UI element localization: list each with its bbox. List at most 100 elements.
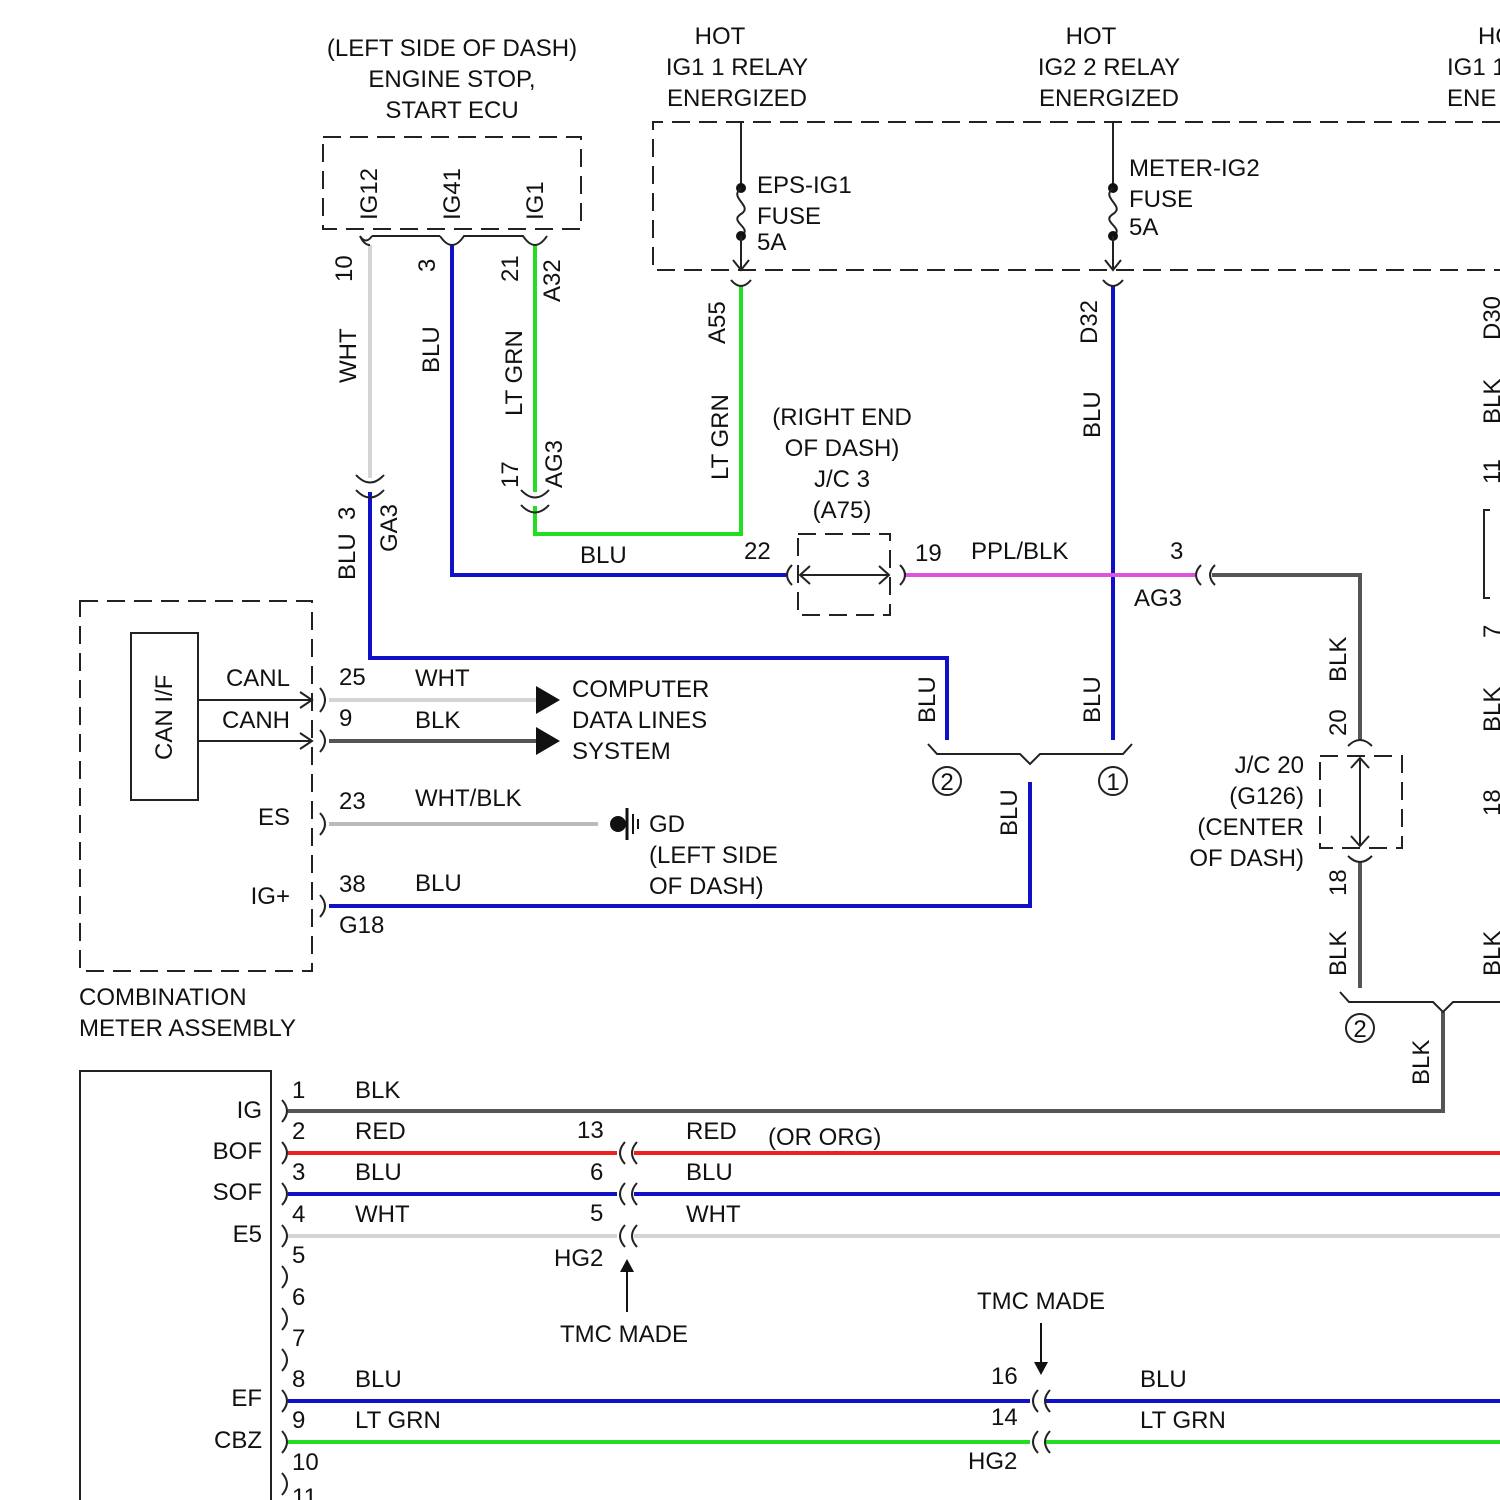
pin-16: 16 [991, 1363, 1018, 1390]
fuse2-label: 5A [1129, 214, 1158, 241]
tmc-arrow-2 [1034, 1323, 1048, 1375]
canh-arrow [536, 727, 560, 755]
ecu-title: (LEFT SIDE OF DASH) ENGINE STOP, START E… [327, 35, 577, 124]
relay-title-line: ENERGIZED [667, 85, 807, 112]
wire-label-wht: WHT [355, 1201, 410, 1228]
fuse2-symbol [1105, 183, 1121, 270]
relay2-title: HOT IG2 2 RELAY ENERGIZED [1038, 23, 1180, 112]
connector-a55: A55 [704, 301, 731, 344]
wire-label-blu: BLU [355, 1159, 402, 1186]
meter-pin-canh: CANH [222, 707, 290, 734]
pin-8: 8 [292, 1366, 305, 1393]
lower-pin-ef: EF [231, 1385, 262, 1412]
ecu-title-line: (LEFT SIDE OF DASH) [327, 35, 577, 62]
wire-label-blu: BLU [355, 1366, 402, 1393]
wire-label-blk: BLK [415, 707, 460, 734]
meter-pin-es: ES [258, 804, 290, 831]
wire-label-red: RED [686, 1118, 737, 1145]
jc3-label-line: (RIGHT END [772, 404, 912, 431]
wire-label-blu: BLU [1140, 1366, 1187, 1393]
ground-symbol [610, 808, 638, 840]
lower-pin-e5: E5 [233, 1221, 262, 1248]
pin-18: 18 [1325, 869, 1352, 896]
pin-17: 17 [497, 461, 524, 488]
right-edge-bracket [1484, 510, 1490, 598]
wire-label-ltgrn: LT GRN [501, 330, 528, 416]
jc3-arrow [800, 566, 889, 584]
pin-4: 4 [292, 1201, 305, 1228]
relay-title-line: HO [1478, 23, 1500, 50]
relay-title-line: IG1 1 RELAY [666, 54, 808, 81]
computer-lines-label: COMPUTER [572, 676, 709, 703]
meter-pin-canl: CANL [226, 665, 290, 692]
wire-label-blu: BLU [1079, 676, 1106, 723]
canl-arrow [536, 686, 560, 714]
computer-lines-label: SYSTEM [572, 738, 671, 765]
pin-3: 3 [334, 507, 361, 520]
ecu-pin-ig41: IG41 [439, 168, 466, 220]
wire-label-pplblk: PPL/BLK [971, 538, 1068, 565]
wire-label-blk: BLK [1325, 931, 1352, 976]
pin-11: 11 [292, 1484, 317, 1500]
connector-hg2: HG2 [554, 1245, 603, 1272]
right-edge-label: BLK [1479, 379, 1500, 424]
jc20-label-line: (G126) [1229, 783, 1304, 810]
pin-25: 25 [339, 664, 366, 691]
pin-7: 7 [292, 1325, 305, 1352]
ecu-pin-ig1: IG1 [522, 181, 549, 220]
relay3-title: HO IG1 1 ENE [1447, 23, 1500, 112]
wire-label-blu: BLU [418, 326, 445, 373]
jc20-label-line: OF DASH) [1189, 845, 1304, 872]
pin-6: 6 [590, 1159, 603, 1186]
wire-label-blu: BLU [996, 789, 1023, 836]
fuse1-label: 5A [757, 229, 786, 256]
pin-3: 3 [1170, 538, 1183, 565]
pin-19: 19 [915, 540, 942, 567]
wire-label-blu: BLU [686, 1159, 733, 1186]
ecu-title-line: START ECU [385, 97, 518, 124]
wire-label-ltgrn: LT GRN [707, 394, 734, 480]
jc20-arrow [1351, 758, 1369, 846]
or-org-label: (OR ORG) [768, 1124, 881, 1151]
tmc-made-label: TMC MADE [560, 1321, 688, 1348]
node-number: 2 [940, 769, 953, 796]
meter-assembly-label: COMBINATION [79, 984, 247, 1011]
wire-blk-ig [288, 1012, 1443, 1111]
relay-title-line: HOT [1066, 23, 1117, 50]
junction-bar-right [1340, 992, 1500, 1012]
connector-a32: A32 [539, 259, 566, 302]
pin-14: 14 [991, 1404, 1018, 1431]
wire-label-whtblk: WHT/BLK [415, 785, 522, 812]
ground-label: OF DASH) [649, 873, 764, 900]
pin-1: 1 [292, 1077, 305, 1104]
pin-9: 9 [339, 705, 352, 732]
wire-label-blu: BLU [1079, 391, 1106, 438]
lower-pin-sof: SOF [213, 1179, 262, 1206]
wire-label-blk: BLK [355, 1077, 400, 1104]
relay-title-line: HOT [695, 23, 746, 50]
connector-d32: D32 [1076, 300, 1103, 344]
connector-d30: D30 [1479, 296, 1500, 340]
wire-label-wht: WHT [335, 328, 362, 383]
wire-label-wht: WHT [686, 1201, 741, 1228]
node-number: 2 [1353, 1016, 1366, 1043]
tmc-arrow-1 [620, 1259, 634, 1312]
pin-20: 20 [1325, 709, 1352, 736]
can-if-label: CAN I/F [151, 675, 178, 760]
pin-23: 23 [339, 788, 366, 815]
tmc-made-label: TMC MADE [977, 1288, 1105, 1315]
relay-title-line: ENE [1447, 85, 1496, 112]
pin-5: 5 [590, 1200, 603, 1227]
pin-22: 22 [744, 538, 771, 565]
meter-assembly-label: METER ASSEMBLY [79, 1015, 296, 1042]
pin-2: 2 [292, 1118, 305, 1145]
jc3-label-line: J/C 3 [814, 466, 870, 493]
pin-5: 5 [292, 1242, 305, 1269]
connector-g18: G18 [339, 912, 384, 939]
connector-ga3: GA3 [376, 504, 403, 552]
right-edge-label: 18 [1479, 789, 1500, 816]
connector-hg2: HG2 [968, 1448, 1017, 1475]
ecu-pin-ig12: IG12 [356, 168, 383, 220]
fuse2-label: FUSE [1129, 186, 1193, 213]
